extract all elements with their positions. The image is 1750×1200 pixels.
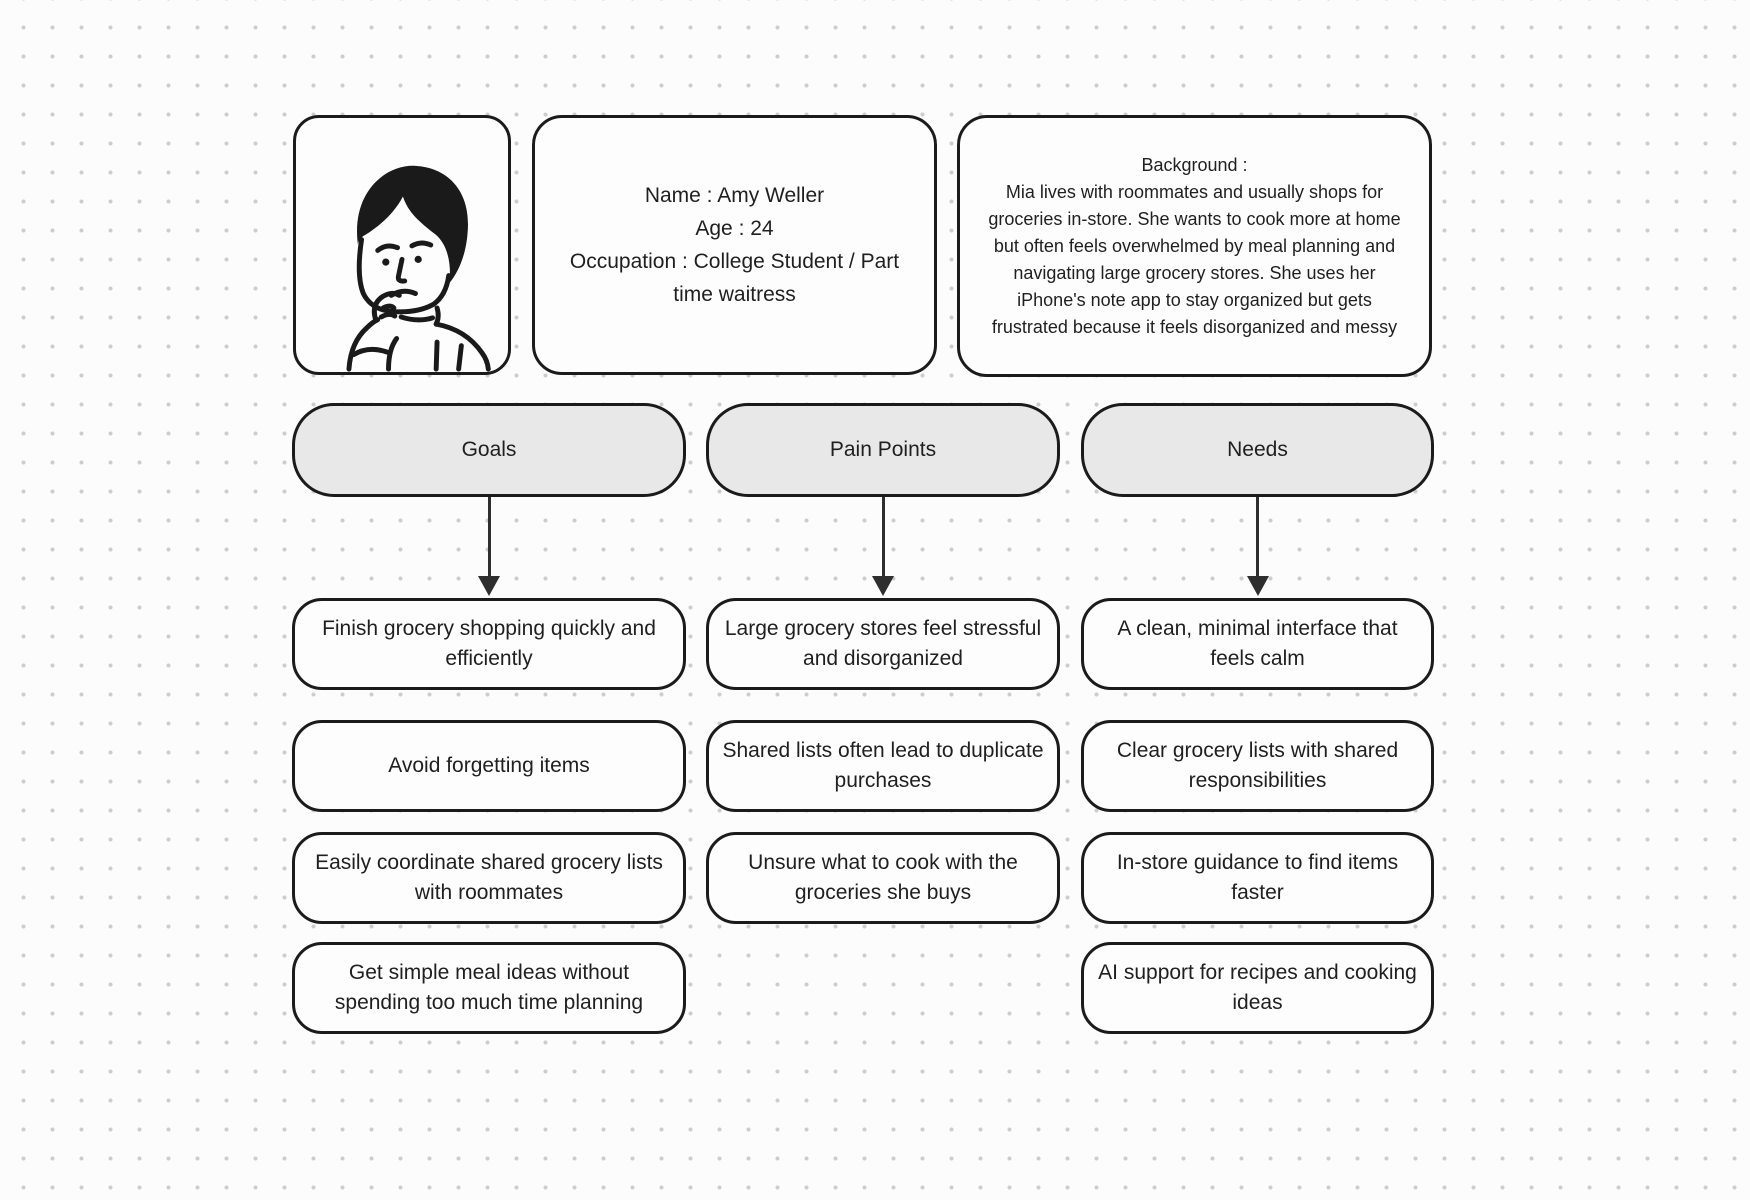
avatar-shoulder xyxy=(433,321,491,372)
item-text: Shared lists often lead to duplicate pur… xyxy=(722,739,1044,792)
column-header-label: Pain Points xyxy=(829,438,937,461)
pain-points-item: Unsure what to cook with the groceries s… xyxy=(706,832,1060,924)
avatar-cuff xyxy=(350,346,390,358)
needs-item: AI support for recipes and cooking ideas xyxy=(1081,942,1434,1034)
avatar-collar xyxy=(398,314,436,323)
needs-item: A clean, minimal interface that feels ca… xyxy=(1081,598,1434,690)
item-text: Easily coordinate shared grocery lists w… xyxy=(315,851,663,904)
avatar-forearm-outer xyxy=(346,317,381,372)
background-card: Background : Mia lives with roommates an… xyxy=(957,115,1432,377)
avatar-face xyxy=(356,237,452,315)
goals-item: Finish grocery shopping quickly and effi… xyxy=(292,598,686,690)
arrow-down-goals xyxy=(478,497,500,596)
avatar-eye-right xyxy=(414,255,422,263)
column-header-label: Goals xyxy=(461,438,517,461)
avatar-arm-line xyxy=(456,343,464,372)
needs-item: In-store guidance to find items faster xyxy=(1081,832,1434,924)
avatar-card xyxy=(293,115,511,375)
item-text: Get simple meal ideas without spending t… xyxy=(334,961,644,1014)
avatar-eyebrow-right xyxy=(409,240,434,249)
item-text: AI support for recipes and cooking ideas xyxy=(1098,961,1417,1014)
goals-item: Get simple meal ideas without spending t… xyxy=(292,942,686,1034)
pain-points-item: Shared lists often lead to duplicate pur… xyxy=(706,720,1060,812)
item-text: Finish grocery shopping quickly and effi… xyxy=(322,617,656,670)
identity-occupation-line: Occupation : College Student / Part time… xyxy=(569,250,900,306)
goals-item: Avoid forgetting items xyxy=(292,720,686,812)
background-label: Background : xyxy=(1141,154,1248,175)
avatar-finger xyxy=(378,311,398,320)
avatar-hair xyxy=(357,165,468,283)
item-text: Clear grocery lists with shared responsi… xyxy=(1116,739,1399,792)
item-text: Large grocery stores feel stressful and … xyxy=(724,617,1042,670)
arrow-head xyxy=(872,576,894,596)
item-text: In-store guidance to find items faster xyxy=(1116,851,1399,904)
identity-card: Name : Amy Weller Age : 24 Occupation : … xyxy=(532,115,937,375)
arrow-head xyxy=(1246,576,1269,596)
column-header-needs: Needs xyxy=(1081,403,1434,497)
arrow-head xyxy=(478,576,500,596)
avatar-forearm-inner xyxy=(386,336,400,372)
arrow-down-pain-points xyxy=(872,497,894,596)
item-text: Unsure what to cook with the groceries s… xyxy=(748,851,1018,904)
avatar-eyebrow-left xyxy=(375,243,400,253)
arrow-line xyxy=(881,497,885,576)
column-header-pain-points: Pain Points xyxy=(706,403,1060,497)
pain-points-item: Large grocery stores feel stressful and … xyxy=(706,598,1060,690)
arrow-line xyxy=(1256,497,1259,576)
column-header-label: Needs xyxy=(1227,438,1288,461)
avatar-eye-left xyxy=(382,258,390,266)
needs-item: Clear grocery lists with shared responsi… xyxy=(1081,720,1434,812)
avatar-finger xyxy=(380,303,397,311)
item-text: A clean, minimal interface that feels ca… xyxy=(1117,617,1398,670)
identity-age-line: Age : 24 xyxy=(695,217,774,240)
thinking-person-avatar xyxy=(346,165,491,372)
arrow-down-needs xyxy=(1246,497,1269,596)
item-text: Avoid forgetting items xyxy=(388,754,590,777)
identity-name-line: Name : Amy Weller xyxy=(644,184,825,207)
avatar-hand xyxy=(371,290,402,324)
avatar-nose xyxy=(395,256,408,284)
column-header-goals: Goals xyxy=(292,403,686,497)
goals-item: Easily coordinate shared grocery lists w… xyxy=(292,832,686,924)
avatar-arm-line xyxy=(433,339,440,372)
arrow-line xyxy=(487,497,491,576)
background-text: Mia lives with roommates and usually sho… xyxy=(988,181,1401,337)
